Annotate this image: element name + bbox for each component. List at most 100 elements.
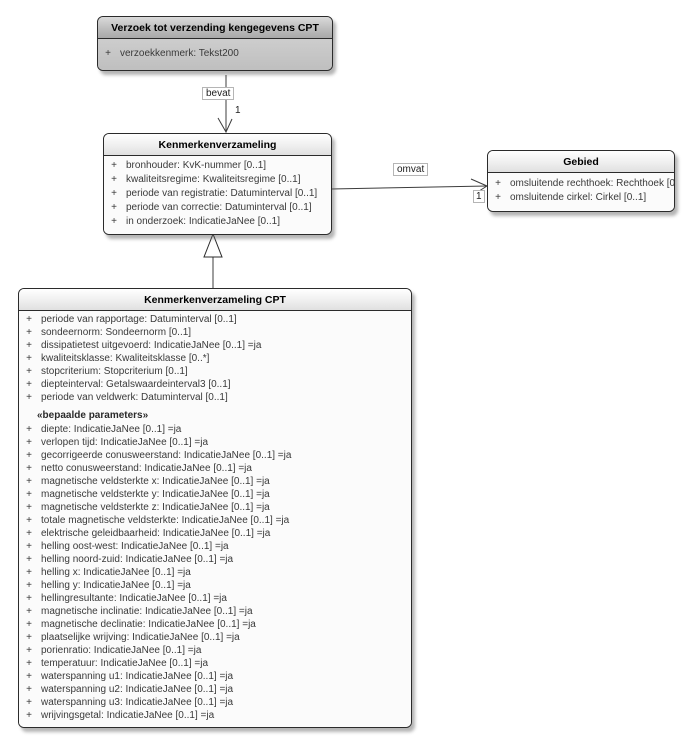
attribute-row: + waterspanning u2: IndicatieJaNee [0..1… (19, 683, 409, 696)
attribute-text: periode van registratie: Datuminterval [… (126, 188, 318, 199)
class-title: Kenmerkenverzameling CPT (19, 289, 411, 311)
omvat-association-label: omvat (393, 163, 429, 176)
attribute-text: magnetische veldsterkte x: IndicatieJaNe… (41, 476, 270, 487)
attribute-text: helling noord-zuid: IndicatieJaNee [0..1… (41, 554, 234, 565)
attribute-text: verzoekkenmerk: Tekst200 (120, 48, 239, 59)
attribute-text: omsluitende rechthoek: Rechthoek [0..1] (510, 178, 675, 189)
attribute-text: netto conusweerstand: IndicatieJaNee [0.… (41, 463, 252, 474)
visibility-marker: + (26, 340, 32, 351)
visibility-marker: + (26, 450, 32, 461)
attribute-row: + magnetische veldsterkte z: IndicatieJa… (19, 501, 409, 514)
omvat-association-line (330, 185, 488, 190)
attribute-row: + omsluitende rechthoek: Rechthoek [0..1… (488, 177, 675, 191)
attribute-row: + waterspanning u3: IndicatieJaNee [0..1… (19, 696, 409, 709)
attribute-text: periode van correctie: Datuminterval [0.… (126, 202, 312, 213)
attribute-row: + magnetische veldsterkte x: IndicatieJa… (19, 475, 409, 488)
attribute-text: magnetische inclinatie: IndicatieJaNee [… (41, 606, 253, 617)
visibility-marker: + (111, 174, 117, 185)
visibility-marker: + (26, 366, 32, 377)
attribute-row: + sondeernorm: Sondeernorm [0..1] (19, 326, 409, 339)
attribute-row: + magnetische inclinatie: IndicatieJaNee… (19, 605, 409, 618)
visibility-marker: + (111, 202, 117, 213)
attribute-row: + magnetische veldsterkte y: IndicatieJa… (19, 488, 409, 501)
attribute-row: + helling noord-zuid: IndicatieJaNee [0.… (19, 553, 409, 566)
attribute-text: kwaliteitsregime: Kwaliteitsregime [0..1… (126, 174, 301, 185)
visibility-marker: + (26, 554, 32, 565)
attribute-row: + stopcriterium: Stopcriterium [0..1] (19, 365, 409, 378)
class-title: Kenmerkenverzameling (104, 134, 331, 156)
attribute-text: magnetische declinatie: IndicatieJaNee [… (41, 619, 256, 630)
attribute-text: waterspanning u1: IndicatieJaNee [0..1] … (41, 671, 234, 682)
visibility-marker: + (26, 580, 32, 591)
attribute-text: helling x: IndicatieJaNee [0..1] =ja (41, 567, 191, 578)
visibility-marker: + (111, 216, 117, 227)
visibility-marker: + (26, 528, 32, 539)
visibility-marker: + (26, 710, 32, 721)
visibility-marker: + (26, 379, 32, 390)
class-box-gebied[interactable]: Gebied + omsluitende rechthoek: Rechthoe… (487, 150, 675, 212)
attribute-row: + helling x: IndicatieJaNee [0..1] =ja (19, 566, 409, 579)
attribute-text: periode van veldwerk: Datuminterval [0..… (41, 392, 228, 403)
attribute-text: temperatuur: IndicatieJaNee [0..1] =ja (41, 658, 209, 669)
attribute-row: + periode van rapportage: Datuminterval … (19, 313, 409, 326)
visibility-marker: + (111, 160, 117, 171)
attribute-text: porienratio: IndicatieJaNee [0..1] =ja (41, 645, 202, 656)
attribute-text: gecorrigeerde conusweerstand: IndicatieJ… (41, 450, 292, 461)
attribute-row: + kwaliteitsregime: Kwaliteitsregime [0.… (104, 173, 329, 187)
visibility-marker: + (26, 463, 32, 474)
attribute-row: + plaatselijke wrijving: IndicatieJaNee … (19, 631, 409, 644)
attribute-row: + verzoekkenmerk: Tekst200 (98, 47, 330, 61)
class-box-kenmerkenverzameling-cpt[interactable]: Kenmerkenverzameling CPT + periode van r… (18, 288, 412, 728)
attribute-row: + totale magnetische veldsterkte: Indica… (19, 514, 409, 527)
attribute-row: + periode van veldwerk: Datuminterval [0… (19, 391, 409, 404)
attribute-row: + verlopen tijd: IndicatieJaNee [0..1] =… (19, 436, 409, 449)
attribute-row: + omsluitende cirkel: Cirkel [0..1] (488, 191, 672, 205)
attribute-row: + netto conusweerstand: IndicatieJaNee [… (19, 462, 409, 475)
attribute-text: kwaliteitsklasse: Kwaliteitsklasse [0..*… (41, 353, 210, 364)
class-box-kenmerkenverzameling[interactable]: Kenmerkenverzameling + bronhouder: KvK-n… (103, 133, 332, 235)
visibility-marker: + (26, 489, 32, 500)
visibility-marker: + (26, 353, 32, 364)
attribute-text: diepte: IndicatieJaNee [0..1] =ja (41, 424, 182, 435)
attribute-row: + diepteinterval: Getalswaardeinterval3 … (19, 378, 409, 391)
visibility-marker: + (26, 606, 32, 617)
attribute-row: + bronhouder: KvK-nummer [0..1] (104, 159, 329, 173)
attribute-row: + wrijvingsgetal: IndicatieJaNee [0..1] … (19, 709, 409, 722)
visibility-marker: + (26, 437, 32, 448)
attribute-text: waterspanning u2: IndicatieJaNee [0..1] … (41, 684, 234, 695)
attribute-row: + helling y: IndicatieJaNee [0..1] =ja (19, 579, 409, 592)
attribute-text: magnetische veldsterkte y: IndicatieJaNe… (41, 489, 270, 500)
attribute-row: + diepte: IndicatieJaNee [0..1] =ja (19, 423, 409, 436)
attribute-text: plaatselijke wrijving: IndicatieJaNee [0… (41, 632, 240, 643)
visibility-marker: + (105, 48, 111, 59)
omvat-multiplicity-label: 1 (473, 190, 485, 203)
attribute-row: + waterspanning u1: IndicatieJaNee [0..1… (19, 670, 409, 683)
visibility-marker: + (26, 424, 32, 435)
attribute-text: waterspanning u3: IndicatieJaNee [0..1] … (41, 697, 234, 708)
attribute-compartment: + bronhouder: KvK-nummer [0..1] + kwalit… (104, 156, 331, 234)
attribute-text: periode van rapportage: Datuminterval [0… (41, 314, 237, 325)
attribute-text: elektrische geleidbaarheid: IndicatieJaN… (41, 528, 271, 539)
class-box-verzoek-tot-verzending[interactable]: Verzoek tot verzending kengegevens CPT +… (97, 16, 333, 71)
attribute-row: + kwaliteitsklasse: Kwaliteitsklasse [0.… (19, 352, 409, 365)
visibility-marker: + (26, 541, 32, 552)
attribute-text: helling oost-west: IndicatieJaNee [0..1]… (41, 541, 229, 552)
attribute-text: totale magnetische veldsterkte: Indicati… (41, 515, 290, 526)
attribute-row: + magnetische declinatie: IndicatieJaNee… (19, 618, 409, 631)
attribute-compartment: + periode van rapportage: Datuminterval … (19, 311, 411, 727)
attribute-row: + temperatuur: IndicatieJaNee [0..1] =ja (19, 657, 409, 670)
visibility-marker: + (26, 515, 32, 526)
attribute-text: «bepaalde parameters» (37, 410, 149, 421)
attribute-text: hellingresultante: IndicatieJaNee [0..1]… (41, 593, 227, 604)
attribute-compartment: + omsluitende rechthoek: Rechthoek [0..1… (488, 173, 674, 211)
attribute-row: + porienratio: IndicatieJaNee [0..1] =ja (19, 644, 409, 657)
attribute-text: magnetische veldsterkte z: IndicatieJaNe… (41, 502, 270, 513)
attribute-row: + in onderzoek: IndicatieJaNee [0..1] (104, 215, 329, 229)
attribute-row: «bepaalde parameters» (19, 409, 409, 422)
visibility-marker: + (26, 632, 32, 643)
attribute-text: helling y: IndicatieJaNee [0..1] =ja (41, 580, 191, 591)
generalization-triangle-arrowhead-icon (203, 232, 223, 258)
attribute-row: + periode van correctie: Datuminterval [… (104, 201, 329, 215)
attribute-row: + helling oost-west: IndicatieJaNee [0..… (19, 540, 409, 553)
